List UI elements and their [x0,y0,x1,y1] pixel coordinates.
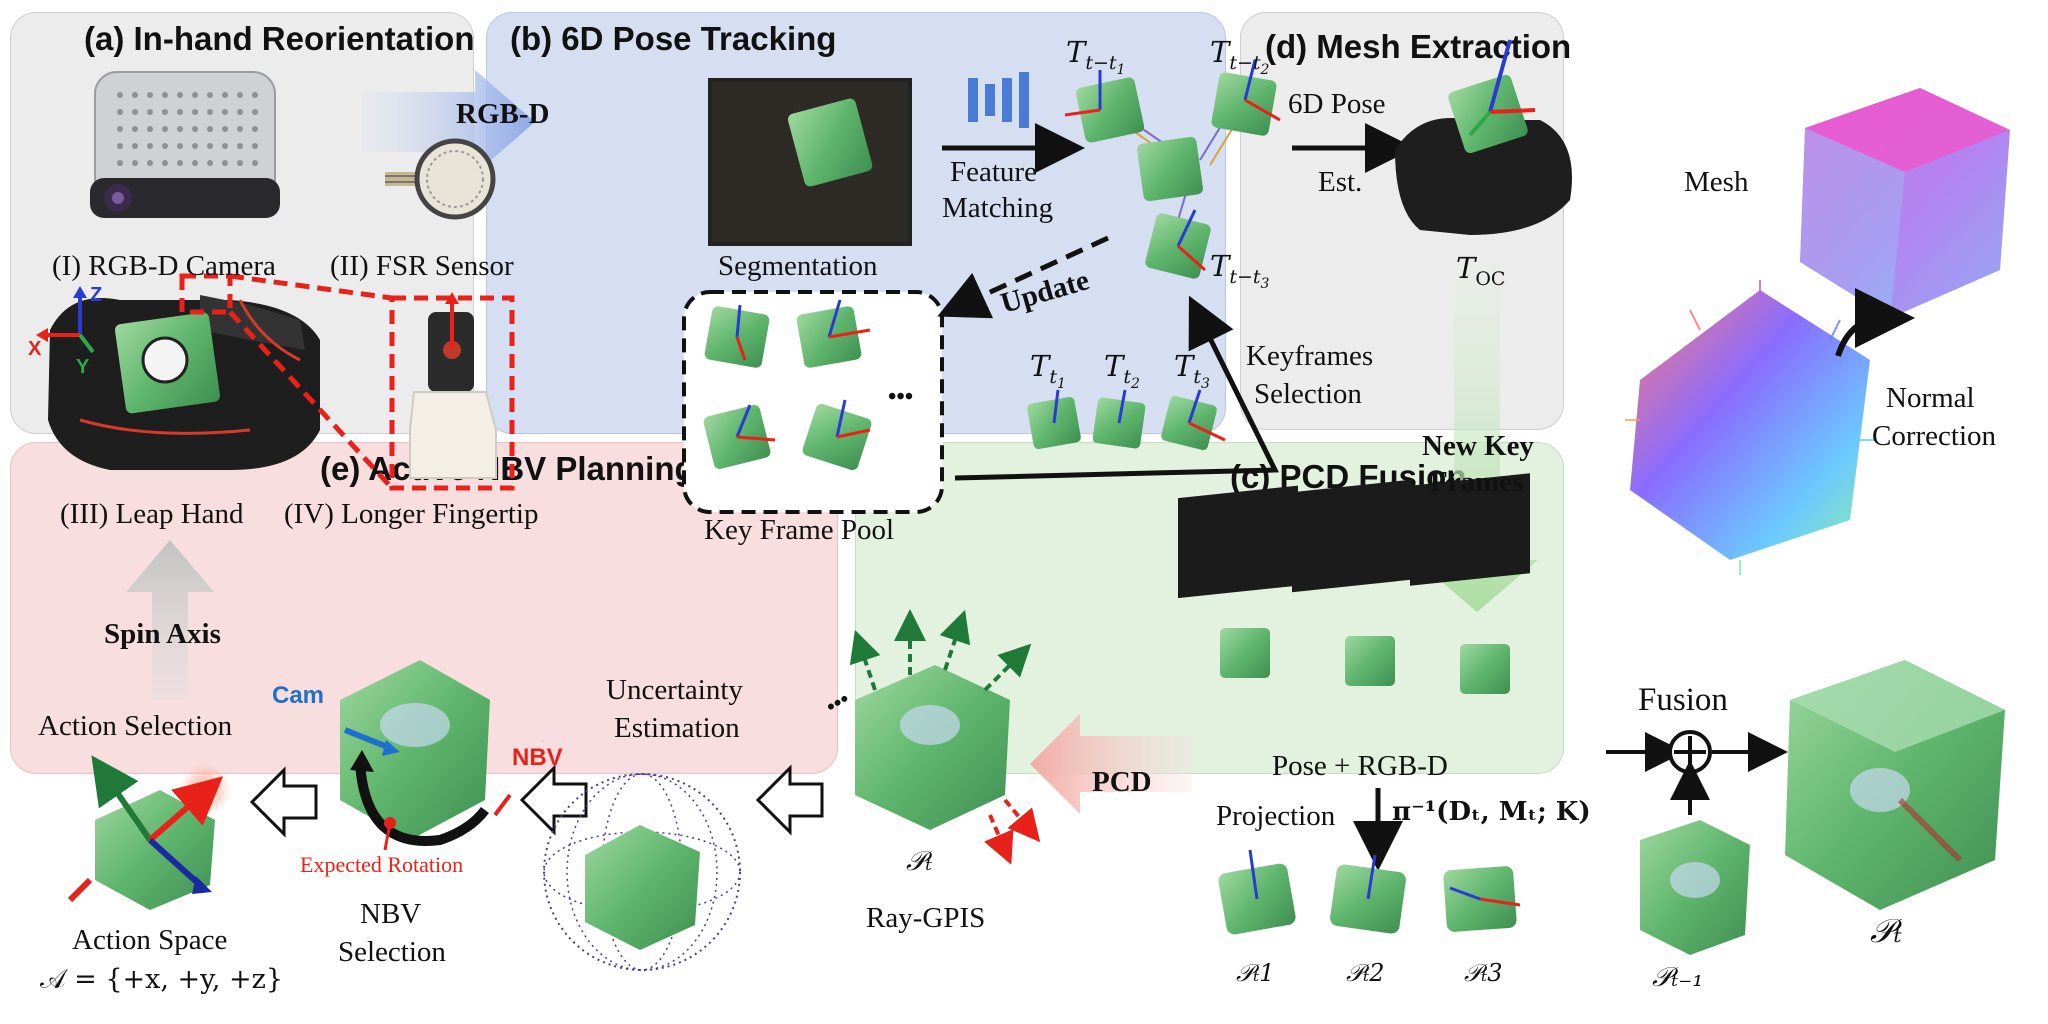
t-cand-3: Tt3 [1174,349,1210,392]
pose-rgbd-label: Pose + RGB-D [1272,750,1448,782]
new-key-label-1: New Key [1422,430,1534,462]
hollow-arrow-1 [249,766,318,838]
longer-fingertip-image [409,292,497,479]
t-label-t3: Tt−t3 [1210,249,1270,292]
panel-d-title: (d) Mesh Extraction [1265,28,1572,65]
uncertainty-label-1: Uncertainty [606,674,743,706]
camera-label: (I) RGB-D Camera [52,250,276,282]
action-space-cube [67,755,231,910]
segmentation-label: Segmentation [718,250,878,282]
ray-gpis-label: Ray-GPIS [866,902,986,934]
nbv-cube [340,660,512,851]
feature-encoder-icon [968,72,1029,128]
ray-gpis-cube [849,609,1041,865]
action-selection-label: Action Selection [38,710,233,742]
fused-pointcloud [1785,660,2005,910]
t-cand-2: Tt2 [1104,349,1140,392]
action-set-label: 𝒜 = {+x, +y, +z} [40,964,284,995]
fsr-label: (II) FSR Sensor [330,250,514,282]
pcd-arrow [1030,714,1192,814]
key-frame-pool-cubes [703,299,872,471]
keyframe-candidates [1027,389,1226,451]
expected-rotation-label: Expected Rotation [300,852,464,877]
axes-gizmo [36,286,95,354]
t-oc-label: TOC [1456,251,1506,290]
t-label-t1: Tt−t1 [1066,35,1126,78]
normal-label-1: Normal [1886,382,1975,414]
keyframe-selection-arrow [954,295,1279,481]
rgbd-arrow-label: RGB-D [456,98,550,130]
t-cand-1: Tt1 [1030,349,1066,392]
ray-gpis-p-t-label: 𝒫ₜ [906,846,933,877]
new-key-label-2: Frames [1430,466,1524,498]
p3-label: 𝒫ₜ3 [1464,959,1503,987]
hollow-arrow-2 [519,764,588,836]
axis-x-label: X [28,338,42,360]
hollow-arrow-3 [755,764,824,836]
pcd-arrow-label: PCD [1092,766,1152,798]
axis-z-label: Z [90,284,103,306]
nbv-red-label: NBV [512,744,563,771]
fingertip-label: (IV) Longer Fingertip [284,498,539,530]
p-t-label: 𝒫ₜ [1870,911,1902,950]
pose-result-image [1395,39,1572,235]
p2-label: 𝒫ₜ2 [1346,959,1385,987]
projection-label: Projection [1216,800,1336,832]
fusion-label: Fusion [1638,682,1728,718]
t-label-t2: Tt−t2 [1210,35,1270,78]
panel-a-title: (a) In-hand Reorientation [84,20,475,57]
spin-axis-label: Spin Axis [104,618,221,650]
projection-frames [1178,473,1530,694]
mesh-label: Mesh [1684,166,1749,198]
prev-pointcloud [1640,820,1750,955]
p1-label: 𝒫ₜ1 [1236,959,1275,987]
zoom-dashed-lines [179,273,515,491]
key-frame-pool-label: Key Frame Pool [704,514,895,546]
cam-label: Cam [272,682,325,709]
uncertainty-sphere [543,773,741,971]
nbv-selection-label-2: Selection [338,936,446,968]
nbv-selection-label-1: NBV [360,898,422,930]
uncertainty-label-2: Estimation [614,712,740,744]
projected-pointclouds [1218,849,1521,935]
projection-formula: π⁻¹(Dₜ, Mₜ; K) [1392,797,1591,827]
keyframes-label-1: Keyframes [1246,340,1374,372]
keyframes-label-2: Selection [1254,378,1362,410]
new-key-frames-arrow [1416,260,1538,612]
spin-axis-arrow [126,540,214,700]
mesh-cube-image [1800,88,2010,318]
fsr-sensor-image [385,138,496,220]
p-prev-label: 𝒫ₜ₋₁ [1652,962,1704,993]
normal-label-2: Correction [1872,420,1997,452]
six-d-pose-label-1: 6D Pose [1288,88,1386,120]
pose-graph [1064,59,1281,279]
rgbd-camera-image [90,71,280,218]
leap-hand-image [48,295,320,470]
normal-cube-image [1625,280,1875,575]
action-space-label: Action Space [72,924,228,956]
leap-hand-label: (III) Leap Hand [60,498,244,530]
feature-matching-label-1: Feature [950,156,1037,188]
panel-b-title: (b) 6D Pose Tracking [510,20,837,57]
normal-correction-arrow [1835,288,1915,357]
rgbd-flow-arrow [362,70,535,174]
axis-y-label: Y [76,356,90,378]
six-d-pose-label-2: Est. [1318,166,1363,198]
pool-ellipsis: ••• [888,384,914,410]
feature-matching-label-2: Matching [942,192,1054,224]
